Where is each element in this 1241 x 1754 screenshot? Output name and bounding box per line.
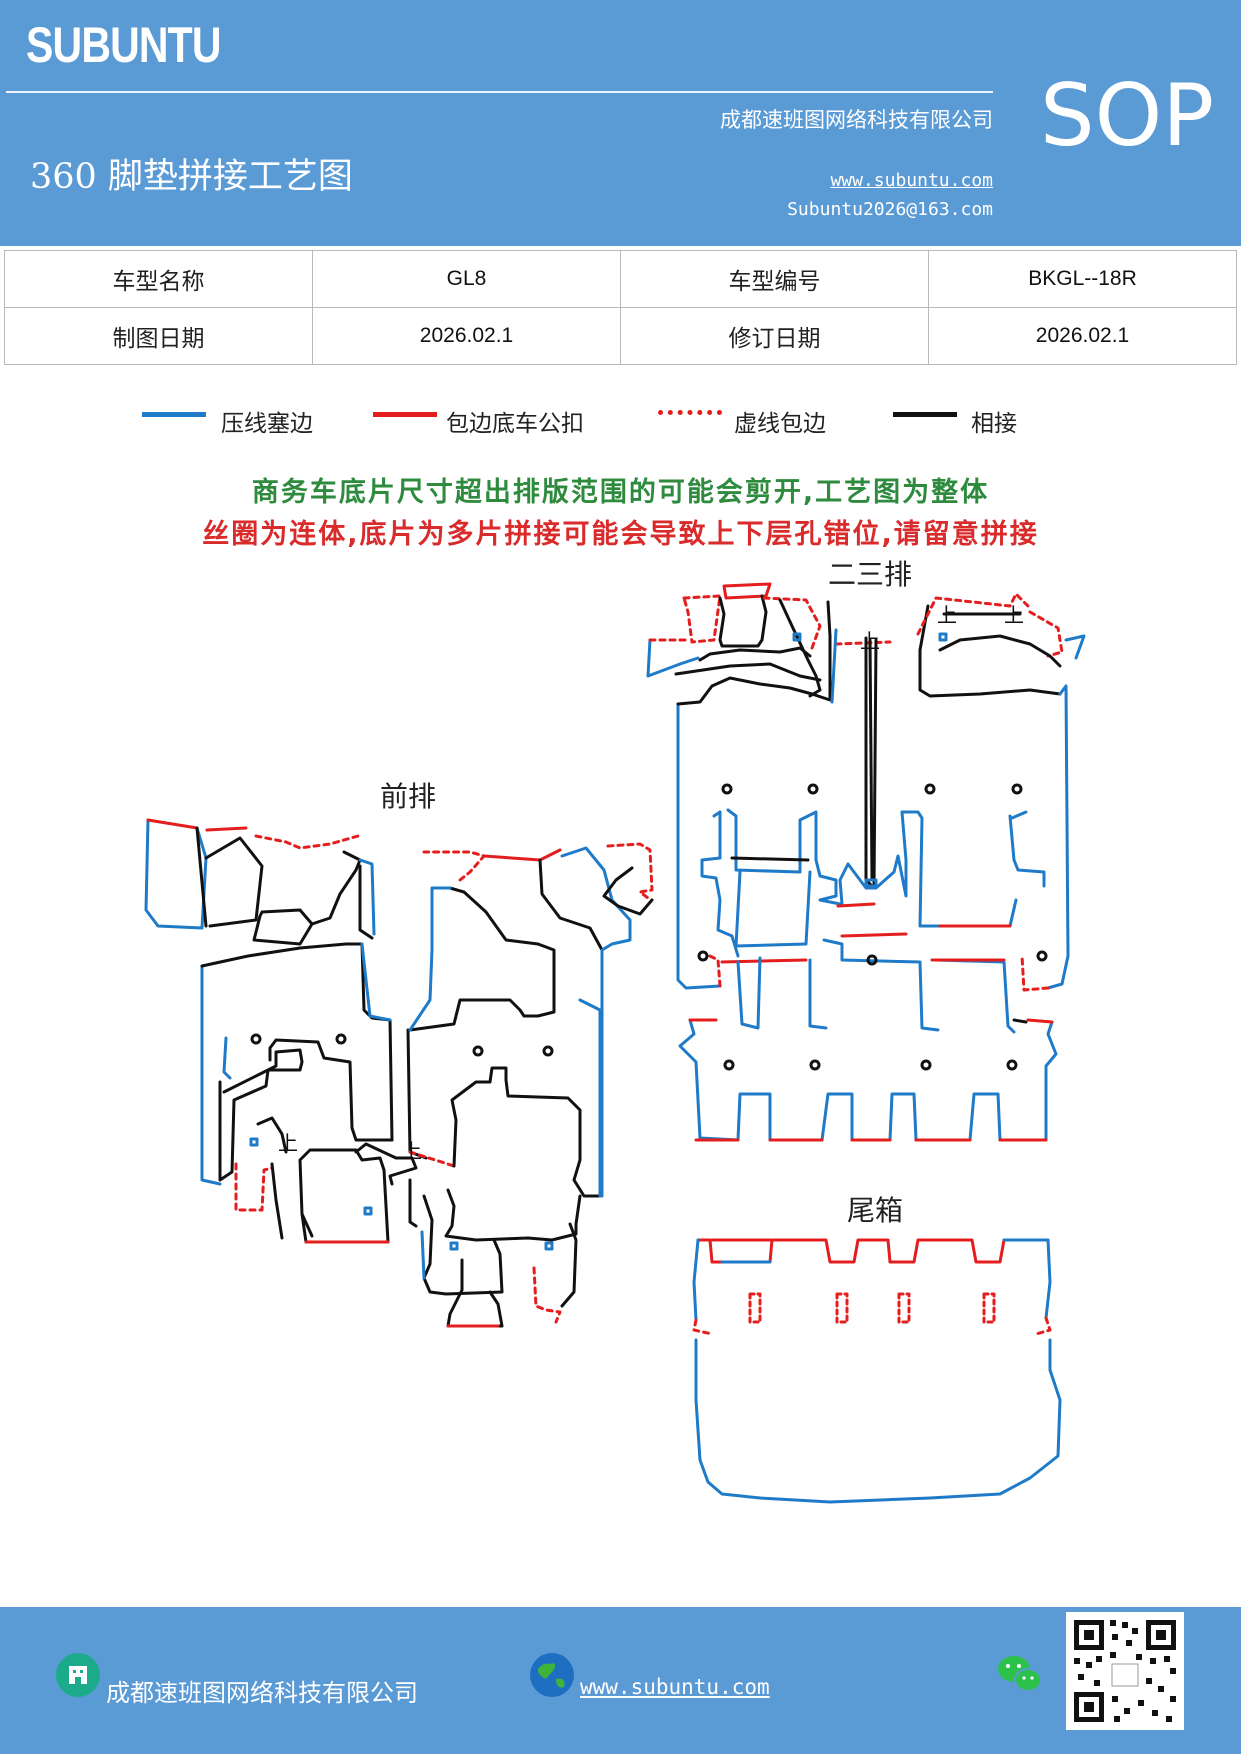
building-icon (56, 1653, 100, 1697)
revise-date-value: 2026.02.1 (928, 307, 1237, 365)
company-name: 成都速班图网络科技有限公司 (720, 108, 993, 132)
qr-code (1066, 1612, 1184, 1730)
globe-icon (530, 1653, 574, 1697)
email-address: Subuntu2026@163.com (787, 199, 993, 220)
legend-label-dotted-edge: 虚线包边 (734, 411, 826, 437)
floor-mat-diagram: 前排 二三排 尾箱 上 上 上 上 上 (144, 558, 1086, 1504)
footer-company-name: 成都速班图网络科技有限公司 (106, 1679, 418, 1707)
footer-website-link[interactable]: www.subuntu.com (580, 1675, 770, 1699)
legend-label-press-line: 压线塞边 (221, 411, 313, 437)
model-info-table: 车型名称 GL8 车型编号 BKGL--18R 制图日期 2026.02.1 修… (4, 250, 1237, 365)
up-mark: 上 (1004, 603, 1024, 627)
table-row: 制图日期 2026.02.1 修订日期 2026.02.1 (4, 307, 1237, 365)
page-footer: 成都速班图网络科技有限公司 www.subuntu.com (0, 1607, 1241, 1754)
draw-date-value: 2026.02.1 (312, 307, 621, 365)
legend-swatch-dotted-edge (658, 410, 722, 415)
header-divider (6, 91, 993, 93)
model-code-value: BKGL--18R (928, 250, 1237, 308)
wechat-icon (998, 1656, 1042, 1692)
revise-date-label: 修订日期 (620, 307, 929, 365)
section-title-second-third: 二三排 (828, 558, 912, 591)
front-row-mats (144, 818, 654, 1328)
notice-line-green: 商务车底片尺寸超出排版范围的可能会剪开,工艺图为整体 (251, 477, 990, 508)
notice-line-red: 丝圈为连体,底片为多片拼接可能会导致上下层孔错位,请留意拼接 (202, 519, 1039, 550)
up-mark: 上 (860, 629, 880, 653)
page-title: 360 脚垫拼接工艺图 (30, 157, 353, 197)
model-name-value: GL8 (312, 250, 621, 308)
legend-label-edge-buckle: 包边底车公扣 (446, 411, 584, 437)
legend-swatch-press-line (142, 412, 206, 417)
up-mark: 上 (278, 1131, 298, 1155)
legend-swatch-joined (893, 412, 957, 417)
up-mark: 上 (937, 603, 957, 627)
legend-label-joined: 相接 (971, 411, 1017, 437)
brand-logo: SUBUNTU (26, 17, 222, 73)
draw-date-label: 制图日期 (4, 307, 313, 365)
page-header: SUBUNTU SOP 成都速班图网络科技有限公司 360 脚垫拼接工艺图 ww… (0, 0, 1241, 246)
sop-badge: SOP (1040, 66, 1215, 166)
section-title-trunk: 尾箱 (847, 1194, 903, 1227)
up-mark: 上 (402, 1139, 422, 1163)
second-third-row-mats (646, 582, 1086, 1142)
website-link[interactable]: www.subuntu.com (830, 170, 993, 191)
section-title-front: 前排 (380, 780, 436, 813)
table-row: 车型名称 GL8 车型编号 BKGL--18R (4, 250, 1237, 308)
model-code-label: 车型编号 (620, 250, 929, 308)
model-name-label: 车型名称 (4, 250, 313, 308)
legend-swatch-edge-buckle (373, 412, 437, 417)
trunk-mat (692, 1238, 1062, 1504)
